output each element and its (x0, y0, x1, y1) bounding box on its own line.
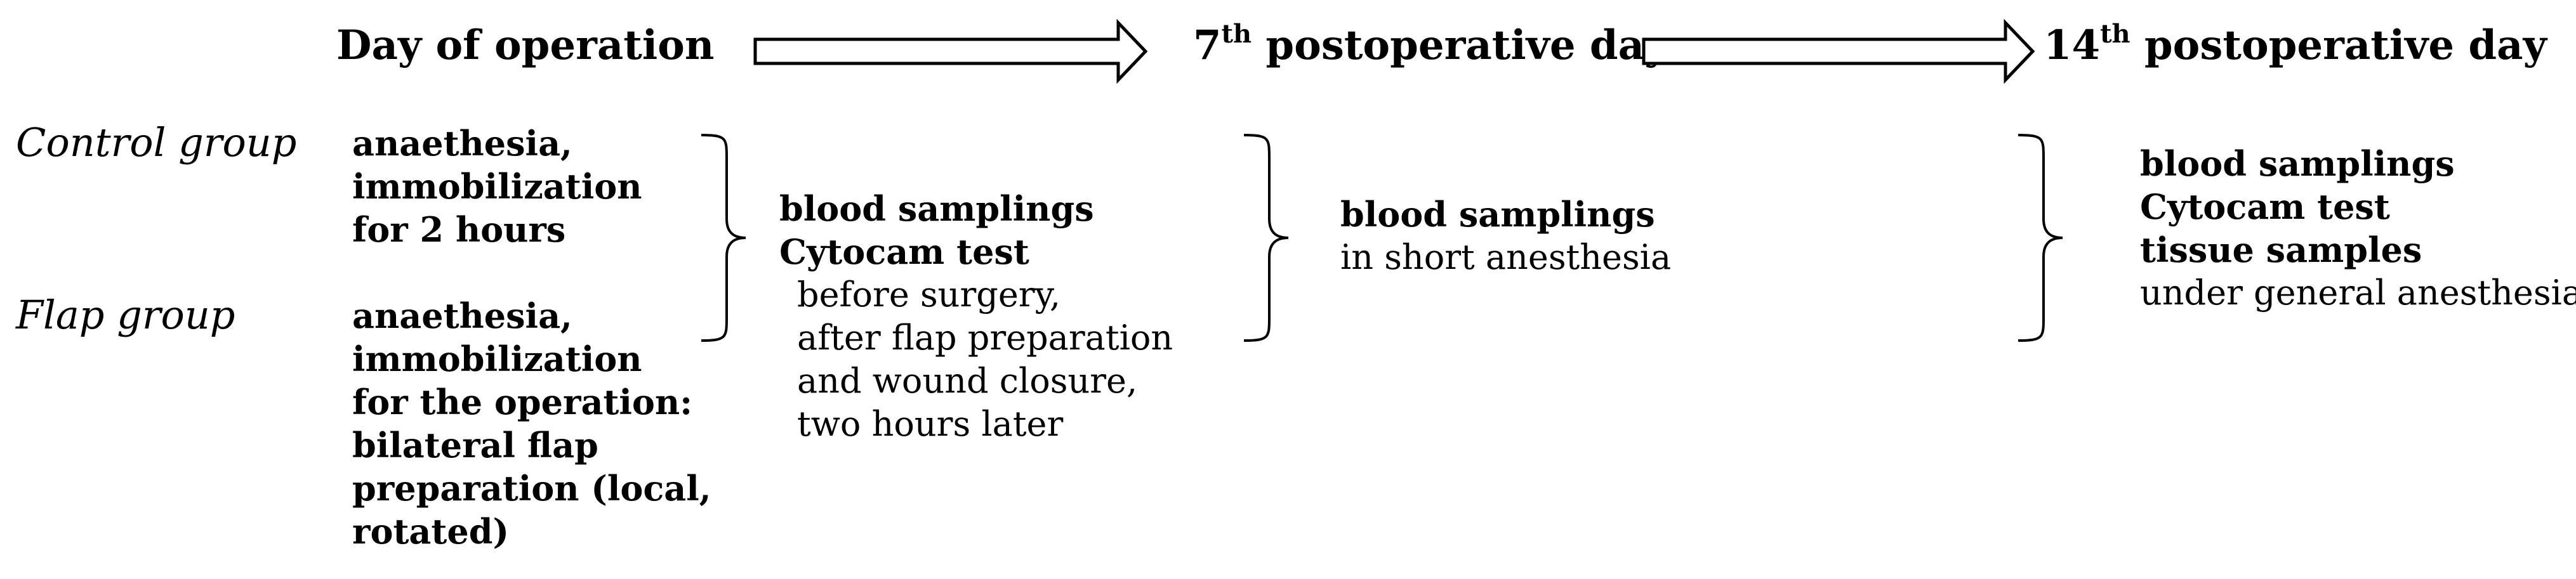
measure-tissue-samples: tissue samples (2140, 230, 2422, 270)
day7-measurements: blood samplings in short anesthesia (1340, 193, 1671, 279)
brace-day0 (701, 134, 746, 342)
flap-step: preparation (local, (352, 468, 711, 509)
flap-step: immobilization (352, 339, 642, 379)
group-label-control: Control group (16, 119, 297, 166)
measure-cytocam-test: Cytocam test (2140, 186, 2390, 227)
measure-note: under general anesthesia (2140, 273, 2576, 313)
timepoint: after flap preparation (797, 318, 1173, 358)
control-group-steps: anaethesia, immobilization for 2 hours (352, 122, 642, 251)
flap-step: bilateral flap (352, 425, 598, 465)
header-day-14: 14th postoperative day (2044, 19, 2547, 69)
flap-step: rotated) (352, 511, 510, 552)
timepoint: two hours later (797, 404, 1064, 444)
measure-blood-samplings: blood samplings (2140, 143, 2455, 184)
measure-blood-samplings: blood samplings (1340, 194, 1655, 235)
header-day-of-operation: Day of operation (336, 22, 715, 69)
group-label-flap: Flap group (16, 292, 235, 338)
timepoint: and wound closure, (797, 361, 1138, 401)
day0-measurements: blood samplings Cytocam test before surg… (779, 187, 1173, 446)
control-step: for 2 hours (352, 209, 566, 250)
brace-day7 (1243, 134, 1289, 342)
flap-step: for the operation: (352, 382, 693, 422)
flap-step: anaethesia, (352, 296, 572, 336)
timeline-arrow-2 (1642, 18, 2035, 84)
timeline-arrow-1 (753, 18, 1148, 84)
day14-measurements: blood samplings Cytocam test tissue samp… (2140, 142, 2576, 315)
measure-cytocam-test: Cytocam test (779, 231, 1029, 272)
brace-day14 (2018, 134, 2063, 342)
control-step: immobilization (352, 166, 642, 207)
flap-group-steps: anaethesia, immobilization for the opera… (352, 294, 711, 553)
header-day-7: 7th postoperative day (1193, 19, 1668, 69)
measure-note: in short anesthesia (1340, 237, 1672, 277)
control-step: anaethesia, (352, 123, 572, 164)
timepoint: before surgery, (797, 275, 1061, 315)
measure-blood-samplings: blood samplings (779, 188, 1094, 229)
